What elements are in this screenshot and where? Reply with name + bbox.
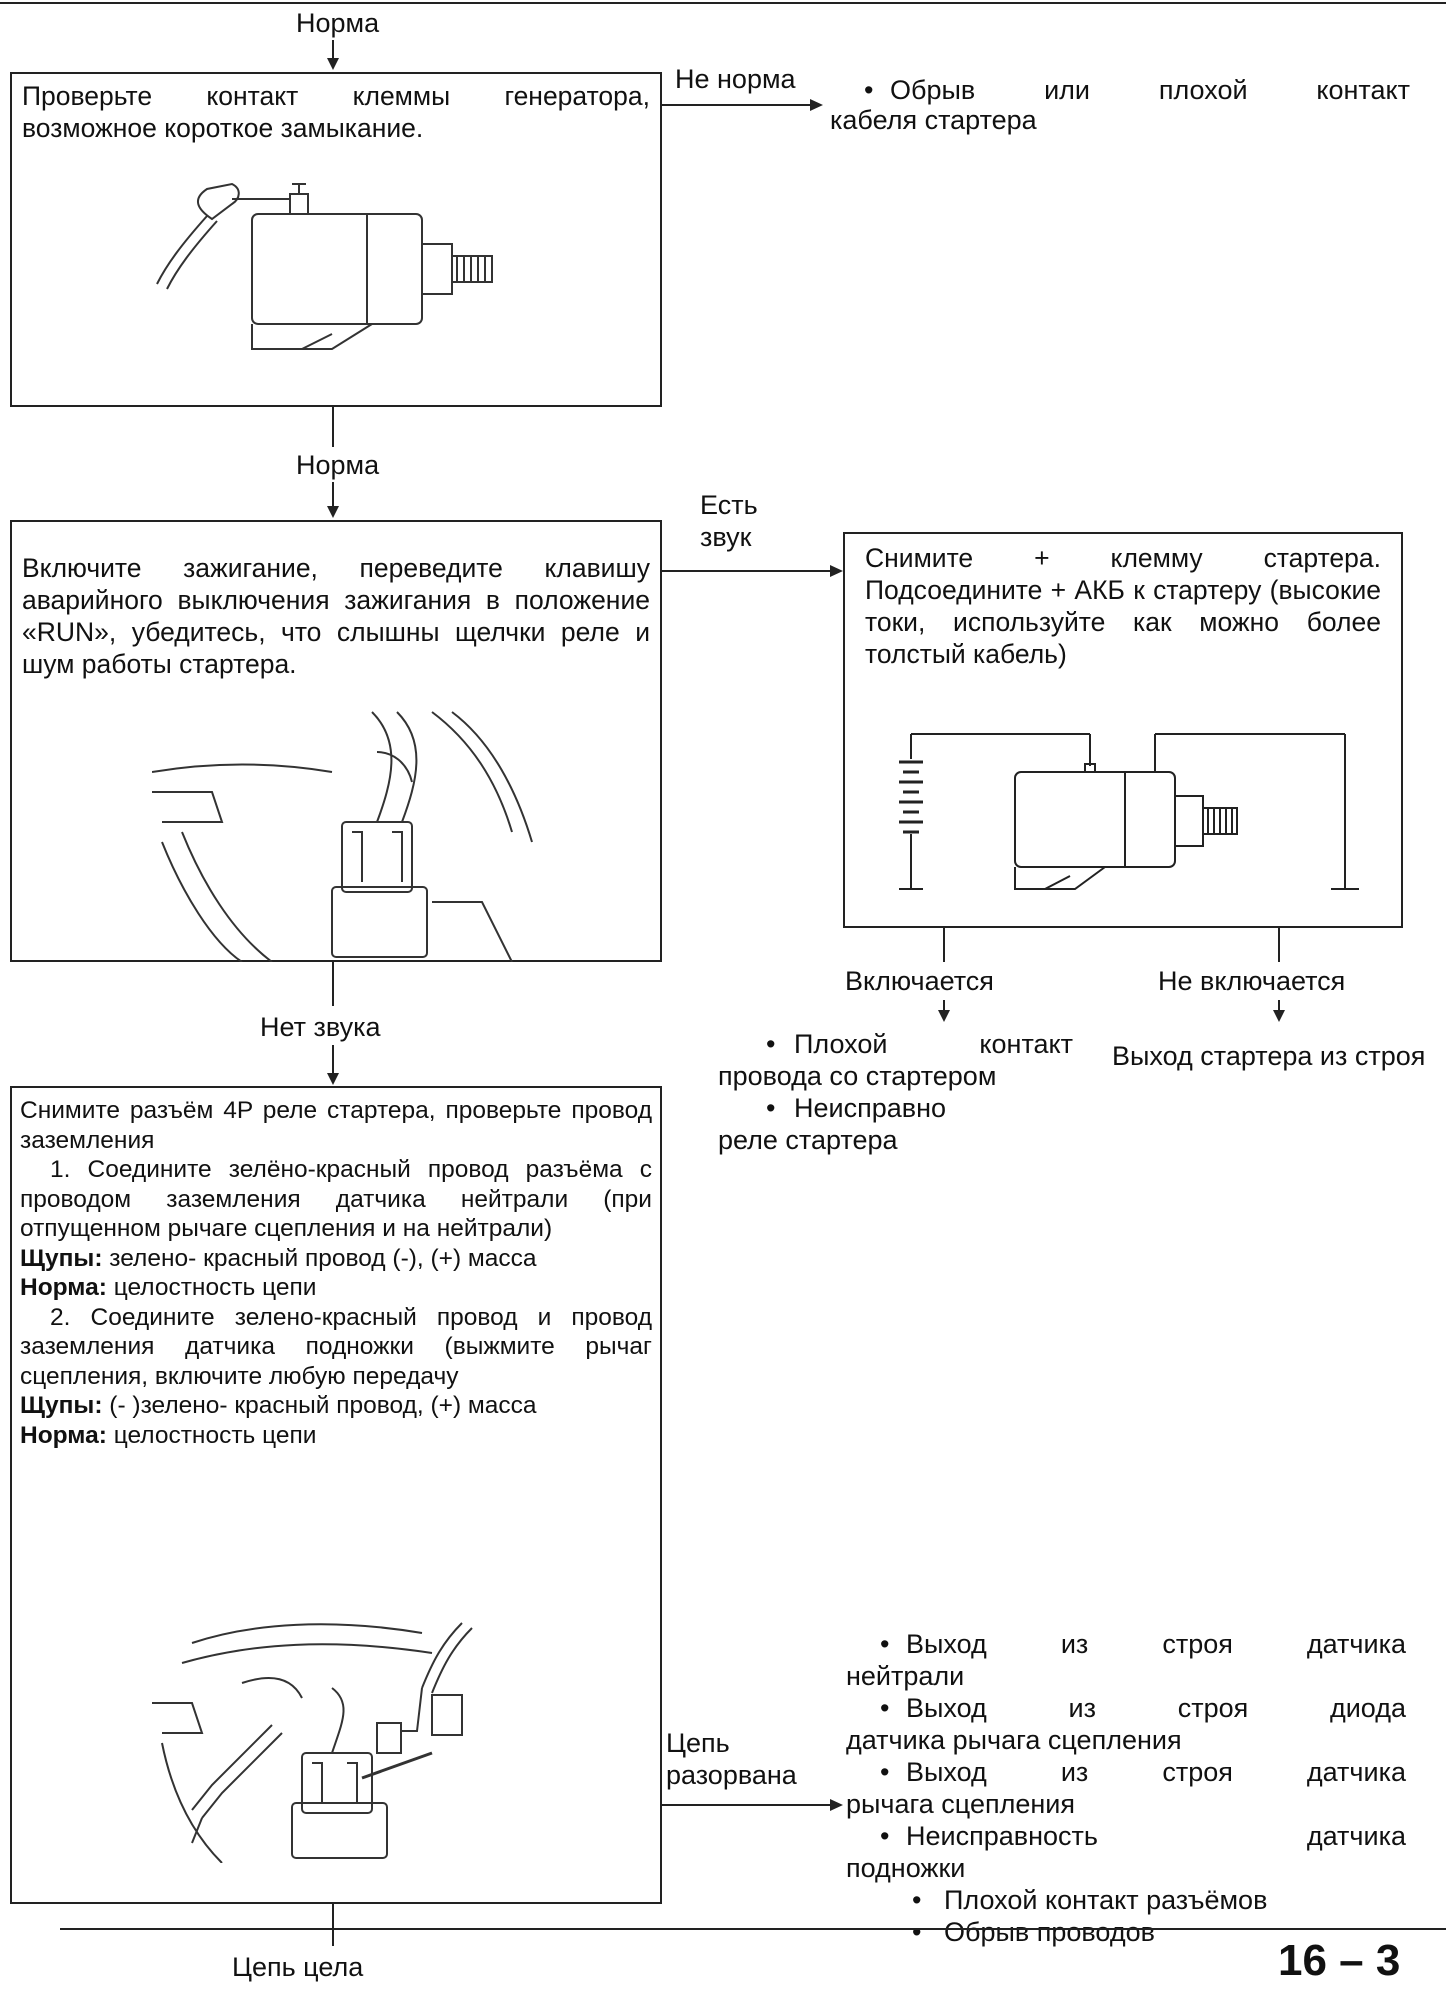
- result-on-item1a: Плохой контакт: [794, 1029, 1073, 1059]
- result-off: Выход стартера из строя: [1112, 1040, 1434, 1072]
- box3-norm1: Норма: целостность цепи: [20, 1273, 652, 1303]
- arrow-est-zvuk-head: [830, 565, 843, 577]
- arrow-ne-norma-head: [810, 99, 823, 111]
- label-est-zvuk-2: звук: [700, 522, 752, 552]
- bullet-icon: •: [864, 75, 874, 105]
- arrow-off-head: [1273, 1010, 1285, 1022]
- bullet-icon: •: [880, 1693, 890, 1723]
- arrow-off-line: [1278, 1000, 1280, 1012]
- result3-i1b: нейтрали: [846, 1661, 965, 1691]
- arrow-on-line: [943, 1000, 945, 1012]
- label-net-zvuka: Нет звука: [260, 1012, 381, 1042]
- box3-step2: 2. Соедините зелено-красный провод и про…: [20, 1303, 652, 1390]
- label-norma-mid: Норма: [296, 450, 380, 480]
- box3-probes-label1: Щупы:: [20, 1244, 103, 1272]
- result3-i2b: датчика рычага сцепления: [846, 1725, 1182, 1755]
- label-vklyuchaetsya: Включается: [845, 966, 994, 996]
- result-on: • Плохой контакт провода со стартером • Не…: [718, 1028, 1073, 1156]
- arrow-box1-down-line: [332, 407, 334, 447]
- result-on-item1b: провода со стартером: [718, 1061, 997, 1091]
- result-off-text: Выход стартера из строя: [1112, 1041, 1426, 1071]
- result3: • Выход из строя датчика нейтрали • Выход …: [846, 1628, 1406, 1948]
- box3-step1: 1. Соедините зелёно-красный провод разъё…: [20, 1156, 652, 1242]
- box-battery-direct: Снимите + клемму стартера. Подсоедините …: [843, 532, 1403, 928]
- branch-right-line: [1278, 928, 1280, 962]
- box3-norm-label1: Норма:: [20, 1274, 107, 1301]
- label-est-zvuk-1: Есть: [700, 490, 758, 520]
- result3-i5: Плохой контакт разъёмов: [944, 1885, 1268, 1915]
- result3-i4a: Неисправность датчика: [906, 1821, 1406, 1851]
- arrow-cep-head: [830, 1799, 843, 1811]
- box3-probes-text1: зелено- красный провод (-), (+) масса: [102, 1244, 537, 1272]
- box3-probes2: Щупы: (- )зелено- красный провод, (+) ма…: [20, 1391, 652, 1421]
- arrow-net-zvuka-line: [332, 1045, 334, 1075]
- arrow-mid-line: [332, 482, 334, 508]
- result3-i4b: подножки: [846, 1853, 966, 1883]
- bullet-icon: •: [766, 1029, 776, 1059]
- arrow-top-head: [327, 58, 339, 70]
- bullet-icon: •: [880, 1629, 890, 1659]
- bullet-icon: •: [912, 1885, 922, 1915]
- result1-line1: Обрыв или плохой контакт: [890, 75, 1410, 105]
- branch-left-line: [943, 928, 945, 962]
- arrow-net-zvuka-head: [327, 1073, 339, 1085]
- box3-norm-text1: целостность цепи: [106, 1274, 317, 1301]
- relay-illustration: [152, 711, 533, 962]
- label-ne-norma: Не норма: [675, 64, 796, 94]
- arrow-on-head: [938, 1010, 950, 1022]
- box3-norm2: Норма: целостность цепи: [20, 1421, 652, 1451]
- arrow-mid-head: [327, 506, 339, 518]
- result-on-item2b: реле стартера: [718, 1125, 898, 1155]
- box3-norm-text2: целостность цепи: [106, 1421, 317, 1449]
- result3-i3a: Выход из строя датчика: [906, 1757, 1406, 1787]
- arrow-cep-line: [662, 1804, 832, 1806]
- bottom-rule: [60, 1928, 1446, 1930]
- label-cep-cela: Цепь цела: [232, 1952, 364, 1982]
- box3-norm-label2: Норма:: [20, 1421, 107, 1449]
- result3-i2a: Выход из строя диода: [906, 1693, 1406, 1723]
- result3-i3b: рычага сцепления: [846, 1789, 1075, 1819]
- bullet-icon: •: [880, 1757, 890, 1787]
- box3-probes1: Щупы: зелено- красный провод (-), (+) ма…: [20, 1244, 652, 1274]
- box-ignition-check: Включите зажигание, переведите клавишу а…: [10, 520, 662, 962]
- bullet-icon: •: [880, 1821, 890, 1851]
- page-number: 16 – 3: [1278, 1936, 1401, 1985]
- result-on-item2a: Неисправно: [794, 1093, 947, 1123]
- result1: • Обрыв или плохой контакт кабеля стартер…: [830, 74, 1410, 136]
- box3-probes-text2: (- )зелено- красный провод, (+) масса: [102, 1392, 537, 1419]
- label-norma-top: Норма: [296, 8, 380, 38]
- box-check-terminal: Проверьте контакт клеммы генератора, воз…: [10, 72, 662, 407]
- starter-motor-illustration: [156, 182, 493, 350]
- top-rule: [0, 2, 1446, 4]
- box-connector-check: Снимите разъём 4P реле стартера, проверь…: [10, 1086, 662, 1904]
- arrow-top-line: [332, 40, 334, 60]
- battery-starter-diagram: [899, 733, 1359, 890]
- box1-text: Проверьте контакт клеммы генератора, воз…: [22, 81, 650, 143]
- arrow-ne-norma-line: [662, 104, 812, 106]
- result3-i1a: Выход из строя датчика: [906, 1629, 1406, 1659]
- box-right-text: Снимите + клемму стартера. Подсоедините …: [865, 543, 1381, 669]
- arrow-est-zvuk-line: [662, 570, 832, 572]
- bullet-icon: •: [766, 1093, 776, 1123]
- arrow-box2-down-line: [332, 962, 334, 1006]
- box3-probes-label2: Щупы:: [20, 1392, 103, 1419]
- arrow-box3-down-line: [332, 1904, 334, 1946]
- label-cep-1: Цепь: [666, 1728, 730, 1758]
- label-cep-2: разорвана: [666, 1760, 797, 1790]
- relay-wiring-illustration: [152, 1622, 473, 1863]
- label-ne-vklyuchaetsya: Не включается: [1158, 966, 1346, 996]
- box3-intro: Снимите разъём 4P реле стартера, проверь…: [20, 1097, 652, 1154]
- result1-line2: кабеля стартера: [830, 105, 1037, 135]
- bullet-icon: •: [912, 1917, 922, 1947]
- result3-i6: Обрыв проводов: [944, 1917, 1155, 1947]
- box2-text: Включите зажигание, переведите клавишу а…: [22, 553, 650, 679]
